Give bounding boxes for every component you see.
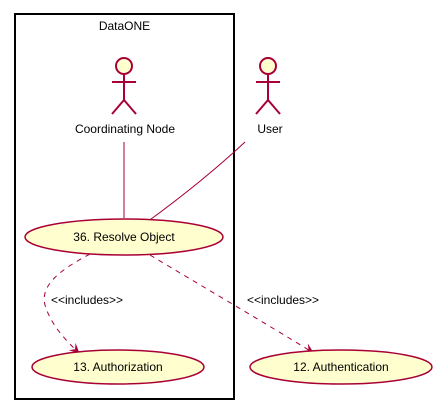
include-edge-authentication <box>149 254 314 354</box>
usecase-label: 36. Resolve Object <box>73 230 175 244</box>
system-boundary-dataone: DataONE <box>14 13 235 400</box>
usecase-resolve-object: 36. Resolve Object <box>24 218 224 256</box>
boundary-title: DataONE <box>99 19 150 33</box>
usecase-authentication: 12. Authentication <box>249 349 433 385</box>
usecase-label: 12. Authentication <box>293 360 388 374</box>
usecase-label: 13. Authorization <box>73 360 162 374</box>
actor-stick-figure-icon <box>255 57 281 115</box>
usecase-authorization: 13. Authorization <box>31 349 205 385</box>
association-user <box>146 141 246 223</box>
actor-user: User <box>255 57 283 136</box>
include-edge-authorization <box>43 253 91 354</box>
include-label: <<includes>> <box>51 293 123 307</box>
actor-stick-figure-icon <box>111 57 137 115</box>
actor-coordinating-node: Coordinating Node <box>75 57 175 136</box>
actor-label: Coordinating Node <box>75 122 175 136</box>
actor-label: User <box>257 122 282 136</box>
include-label: <<includes>> <box>247 293 319 307</box>
